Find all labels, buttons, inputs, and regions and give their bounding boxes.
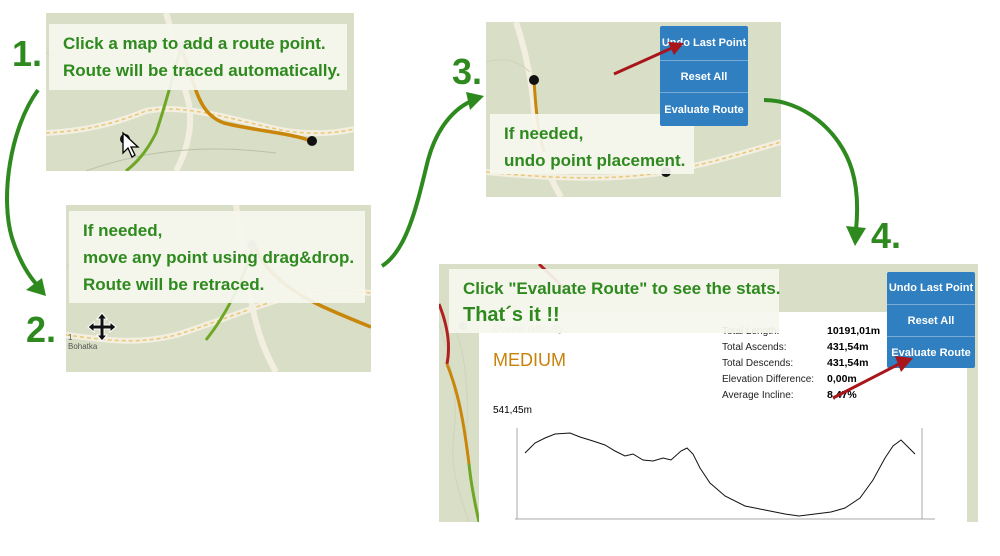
curved-green-arrow-icon [380, 92, 484, 268]
reset-all-button[interactable]: Reset All [887, 304, 975, 336]
stat-label: Average Incline: [722, 390, 794, 401]
move-cursor-icon [87, 312, 117, 342]
step-number-3: 3. [452, 51, 483, 92]
map-label-number: 1 [68, 333, 73, 342]
elevation-profile-line [524, 432, 916, 517]
map-label-place: Bohatka [68, 342, 98, 351]
stat-label: Total Ascends: [722, 342, 787, 353]
difficulty-value: MEDIUM [493, 350, 566, 370]
map-background [439, 264, 571, 522]
route-button-panel: Undo Last Point Reset All Evaluate Route [887, 272, 975, 368]
curved-green-arrow-icon [5, 88, 46, 296]
step-1-instruction: Click a map to add a route point. Route … [49, 24, 347, 90]
undo-last-point-button[interactable]: Undo Last Point [661, 37, 747, 49]
stat-value: 431,54m [827, 341, 869, 353]
evaluate-route-button[interactable]: Evaluate Route [887, 336, 975, 368]
stat-value: 431,54m [827, 357, 869, 369]
step-number-1: 1. [12, 33, 43, 74]
step-number-4: 4. [871, 215, 902, 256]
red-pointer-arrow-icon [613, 42, 684, 76]
stat-label: Elevation Difference: [722, 374, 815, 385]
undo-last-point-button[interactable]: Undo Last Point [888, 282, 974, 294]
map-panel-2[interactable]: 1 Bohatka If needed, move any point usin… [66, 205, 371, 372]
red-pointer-arrow-icon [832, 356, 913, 400]
map-panel-1[interactable]: Click a map to add a route point. Route … [46, 13, 354, 171]
map-panel-3[interactable]: If needed, undo point placement. Undo La… [486, 22, 781, 197]
step-4-instruction: Click "Evaluate Route" to see the stats.… [449, 269, 781, 333]
map-panel-4[interactable]: Overall difficulty MEDIUM Total Length: … [439, 264, 978, 522]
max-elevation-label: 541,45m [493, 405, 532, 416]
elevation-profile-chart [515, 428, 935, 520]
stat-value: 0,00m [827, 373, 857, 385]
thats-it-text: That´s it !! [463, 304, 560, 326]
evaluate-route-button[interactable]: Evaluate Route [660, 92, 748, 126]
step-number-2: 2. [26, 309, 57, 350]
arrow-cursor-icon [122, 131, 140, 158]
stat-value: 10191,01m [827, 325, 881, 337]
stat-label: Total Descends: [722, 358, 794, 369]
step-2-instruction: If needed, move any point using drag&dro… [69, 211, 365, 303]
reset-all-button[interactable]: Reset All [660, 60, 748, 92]
curved-green-arrow-icon [763, 98, 866, 246]
